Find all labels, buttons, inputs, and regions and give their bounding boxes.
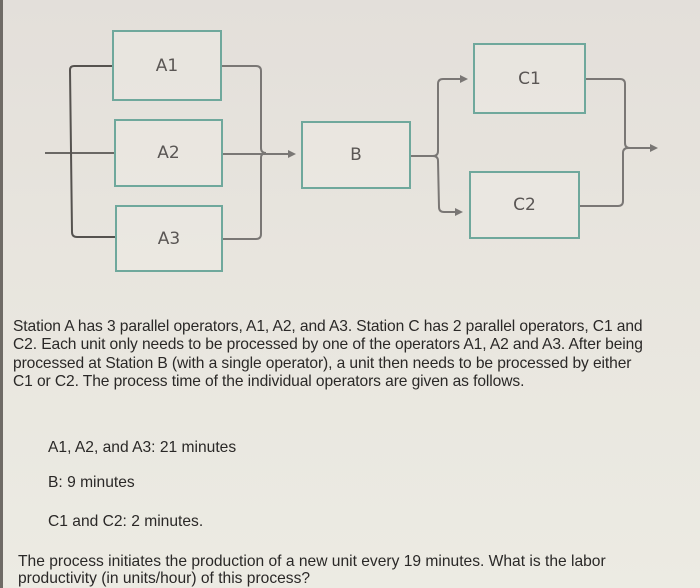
- station-a2-box: A2: [114, 119, 223, 187]
- station-a3-box: A3: [115, 205, 223, 272]
- station-c2-box: C2: [469, 171, 580, 239]
- process-time-a: A1, A2, and A3: 21 minutes: [48, 439, 237, 456]
- station-c1-label: C1: [518, 68, 541, 89]
- station-a1-label: A1: [155, 55, 179, 76]
- process-time-b: B: 9 minutes: [48, 474, 135, 491]
- station-c1-box: C1: [473, 43, 586, 114]
- station-a3-label: A3: [157, 228, 181, 249]
- station-a1-box: A1: [112, 30, 222, 101]
- problem-question: The process initiates the production of …: [18, 553, 606, 587]
- station-c2-label: C2: [513, 195, 536, 215]
- station-a2-label: A2: [157, 143, 180, 163]
- connector-lines: [45, 65, 658, 240]
- process-time-c: C1 and C2: 2 minutes.: [48, 513, 204, 530]
- station-b-label: B: [350, 145, 362, 165]
- station-b-box: B: [301, 121, 411, 189]
- problem-description: Station A has 3 parallel operators, A1, …: [13, 318, 643, 390]
- process-flow-diagram: A1 A2 A3 B C1 C2: [45, 30, 658, 272]
- photo-left-edge: [0, 0, 3, 588]
